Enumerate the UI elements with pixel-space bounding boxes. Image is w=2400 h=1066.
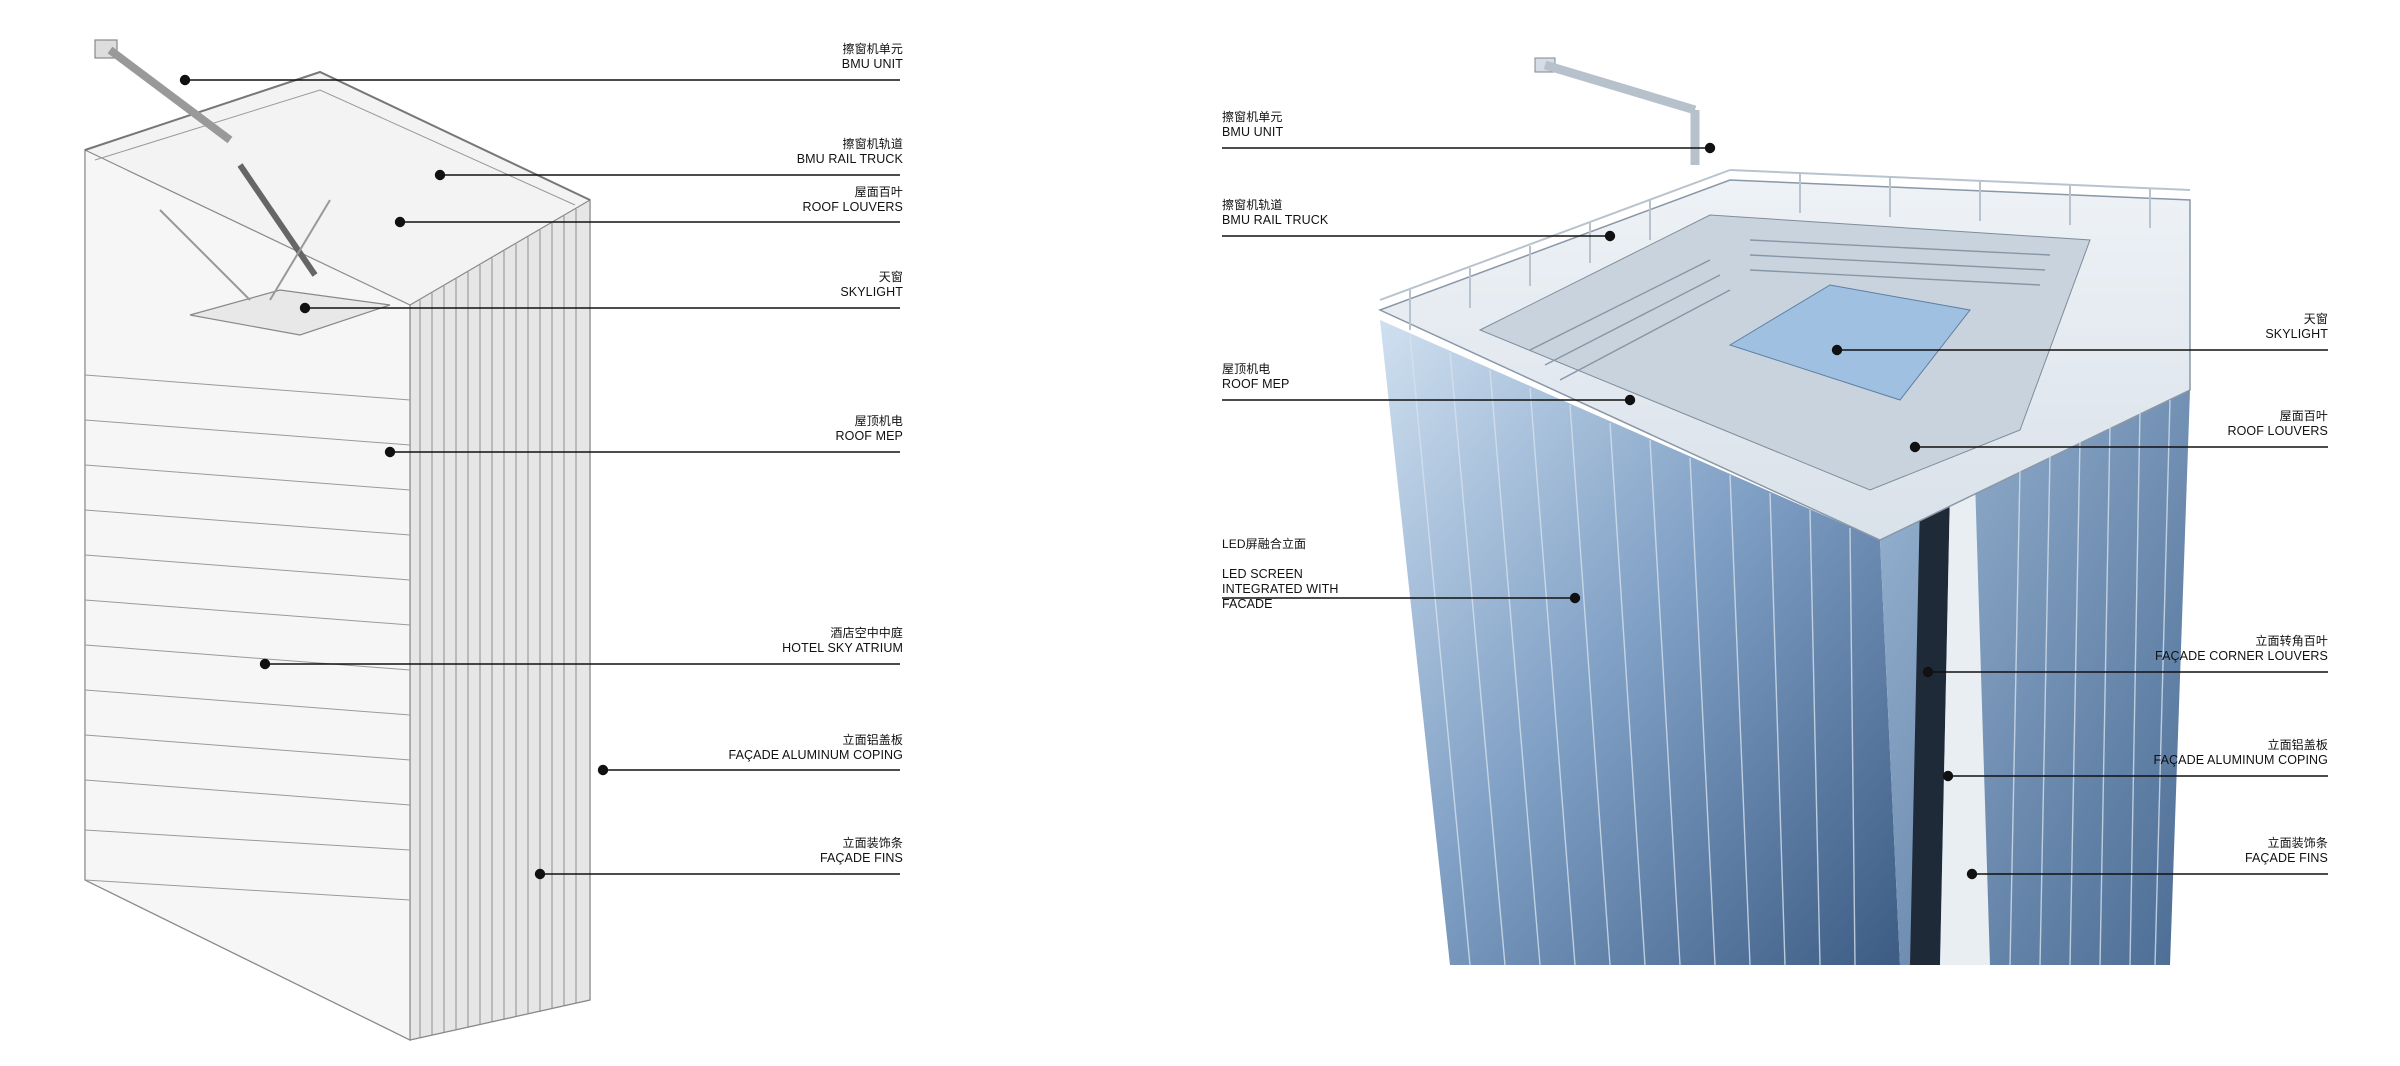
left-roof-truss-3 (269, 199, 331, 301)
callout-en: SKYLIGHT (840, 285, 903, 299)
callout-zh: 擦窗机轨道 (1222, 198, 1283, 212)
callout-facade-aluminum-coping: 立面铝盖板 FAÇADE ALUMINUM COPING (729, 733, 903, 763)
callout-facade-fins: 立面装饰条 FAÇADE FINS (820, 836, 903, 866)
leader-dot-r-bmu-rail (1604, 230, 1616, 242)
right-parapet-railing (1379, 169, 2191, 330)
left-roof-truss (237, 163, 318, 277)
callout-zh: 立面装饰条 (2267, 836, 2328, 850)
callout-zh: 屋顶机电 (854, 414, 903, 428)
callout-zh: LED屏融合立面 (1222, 537, 1307, 551)
left-skylight (189, 289, 391, 336)
callout-r-facade-fins: 立面装饰条 FAÇADE FINS (2245, 836, 2328, 866)
callout-en: LED SCREEN INTEGRATED WITH FACADE (1222, 567, 1339, 611)
callout-en: HOTEL SKY ATRIUM (782, 641, 903, 655)
callout-en: BMU UNIT (841, 57, 903, 71)
left-parapet-inner (94, 89, 576, 206)
callout-zh: 屋面百叶 (2279, 409, 2328, 423)
leader-dot-r-roof-mep (1624, 394, 1636, 406)
left-axonometric-diagram: 擦窗机单元 BMU UNIT 擦窗机轨道 BMU RAIL TRUCK 屋面百叶… (0, 0, 1000, 1066)
callout-r-roof-louvers: 屋面百叶 ROOF LOUVERS (2227, 409, 2328, 439)
callout-en: FAÇADE ALUMINUM COPING (728, 748, 903, 762)
callout-zh: 立面装饰条 (842, 836, 903, 850)
callout-roof-louvers: 屋面百叶 ROOF LOUVERS (802, 185, 903, 215)
callout-en: FAÇADE ALUMINUM COPING (2153, 753, 2328, 767)
callout-r-roof-mep: 屋顶机电 ROOF MEP (1222, 362, 1289, 392)
callout-r-led-screen: LED屏融合立面 LED SCREEN INTEGRATED WITH FACA… (1222, 522, 1339, 627)
callout-en: ROOF MEP (835, 429, 903, 443)
callout-zh: 擦窗机单元 (1222, 110, 1283, 124)
callout-en: BMU UNIT (1222, 125, 1284, 139)
callout-en: BMU RAIL TRUCK (1222, 213, 1329, 227)
leader-dot-bmu-rail (434, 169, 446, 181)
callout-en: ROOF LOUVERS (802, 200, 903, 214)
right-facade-fins (1409, 334, 2171, 966)
callout-en: FAÇADE FINS (819, 851, 903, 865)
right-building-render (1222, 57, 2328, 966)
left-building-drawing (84, 39, 900, 1041)
callout-zh: 立面铝盖板 (2267, 738, 2328, 752)
left-roof-truss-2 (159, 209, 251, 301)
callout-r-facade-corner-louvers: 立面转角百叶 FAÇADE CORNER LOUVERS (2155, 634, 2328, 664)
callout-zh: 屋顶机电 (1222, 362, 1271, 376)
right-skylight (1728, 284, 1971, 401)
leader-dot-r-bmu-unit (1704, 142, 1716, 154)
callout-zh: 屋面百叶 (854, 185, 903, 199)
callout-zh: 立面转角百叶 (2255, 634, 2328, 648)
right-bmu-arm (1543, 60, 1697, 115)
callout-bmu-unit: 擦窗机单元 BMU UNIT (842, 42, 903, 72)
callout-zh: 擦窗机轨道 (842, 137, 903, 151)
left-bmu-arm (107, 46, 233, 144)
leader-dot-facade-fins (534, 868, 546, 880)
left-parapet (84, 70, 591, 201)
leader-dot-r-led-screen (1569, 592, 1581, 604)
callout-r-bmu-rail-truck: 擦窗机轨道 BMU RAIL TRUCK (1222, 198, 1328, 228)
callout-hotel-sky-atrium: 酒店空中中庭 HOTEL SKY ATRIUM (782, 626, 903, 656)
leader-dot-r-roof-louvers (1909, 441, 1921, 453)
left-leader-lines (179, 74, 900, 880)
callout-r-bmu-unit: 擦窗机单元 BMU UNIT (1222, 110, 1283, 140)
right-left-facade (1380, 320, 1900, 965)
left-floor-lines (84, 374, 411, 901)
leader-dot-r-facade-fins (1966, 868, 1978, 880)
callout-en: BMU RAIL TRUCK (796, 152, 903, 166)
callout-zh: 天窗 (878, 270, 903, 284)
right-roof-louvers (1529, 239, 2051, 381)
leader-dot-aluminum-coping (597, 764, 609, 776)
callout-en: SKYLIGHT (2265, 327, 2328, 341)
callout-zh: 酒店空中中庭 (830, 626, 903, 640)
right-corner-louvers (1910, 490, 1950, 965)
leader-dot-sky-atrium (259, 658, 271, 670)
callout-r-skylight: 天窗 SKYLIGHT (2265, 312, 2328, 342)
left-section-face (84, 149, 411, 1041)
callout-zh: 擦窗机单元 (842, 42, 903, 56)
callout-en: ROOF MEP (1222, 377, 1290, 391)
leader-dot-bmu-unit (179, 74, 191, 86)
callout-en: ROOF LOUVERS (2227, 424, 2328, 438)
leader-dot-roof-louvers (394, 216, 406, 228)
leader-dot-r-corner-louvers (1922, 666, 1934, 678)
callout-zh: 天窗 (2303, 312, 2328, 326)
right-coping-strip (1940, 480, 1990, 965)
callout-en: FAÇADE CORNER LOUVERS (2155, 649, 2328, 663)
callout-en: FAÇADE FINS (2244, 851, 2328, 865)
right-leader-lines (1222, 142, 2328, 880)
callout-r-facade-aluminum-coping: 立面铝盖板 FAÇADE ALUMINUM COPING (2154, 738, 2328, 768)
callout-zh: 立面铝盖板 (842, 733, 903, 747)
left-facade-fins (419, 209, 577, 1038)
leader-dot-r-aluminum-coping (1942, 770, 1954, 782)
callout-skylight: 天窗 SKYLIGHT (840, 270, 903, 300)
callout-bmu-rail-truck: 擦窗机轨道 BMU RAIL TRUCK (797, 137, 903, 167)
left-facade-face (409, 198, 591, 1041)
leader-dot-roof-mep (384, 446, 396, 458)
callout-roof-mep: 屋顶机电 ROOF MEP (836, 414, 903, 444)
leader-dot-r-skylight (1831, 344, 1843, 356)
leader-dot-skylight (299, 302, 311, 314)
right-rendered-diagram: 擦窗机单元 BMU UNIT 擦窗机轨道 BMU RAIL TRUCK 屋顶机电… (1150, 0, 2400, 1066)
